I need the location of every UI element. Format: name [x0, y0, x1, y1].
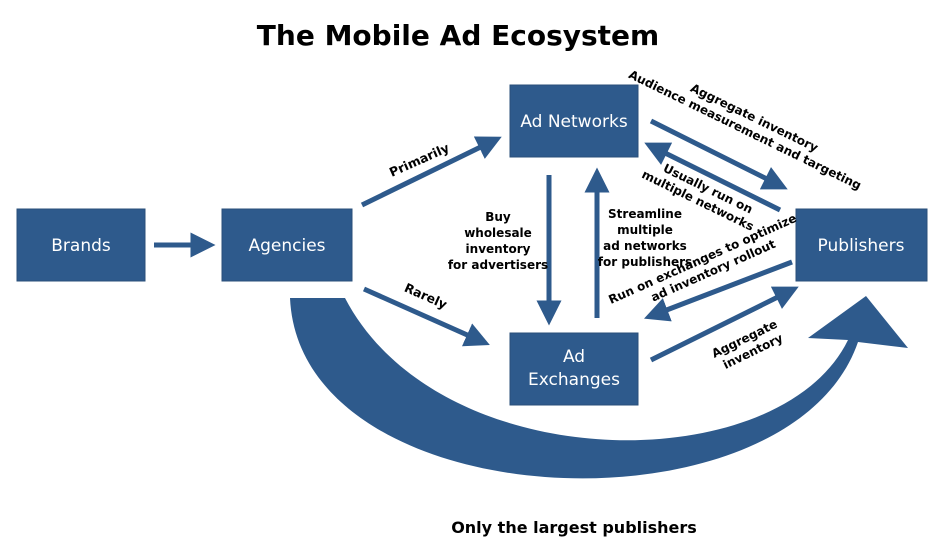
- svg-text:ad networks: ad networks: [603, 239, 687, 253]
- arrow-publishers-to-ad-networks: [644, 142, 782, 213]
- arrow-agencies-to-ad-networks: [360, 136, 502, 208]
- label-only-largest-publishers: Only the largest publishers: [451, 518, 697, 537]
- svg-text:Streamline: Streamline: [608, 207, 682, 221]
- svg-text:wholesale: wholesale: [464, 226, 532, 240]
- brands-node: Brands: [16, 208, 146, 282]
- svg-text:for advertisers: for advertisers: [448, 258, 548, 272]
- brands-label: Brands: [51, 236, 111, 256]
- label-primarily: Primarily: [387, 140, 452, 180]
- arrow-ad-networks-to-publishers: [649, 118, 788, 190]
- agencies-node: Agencies: [221, 208, 353, 282]
- label-buy-wholesale: Buy wholesale inventory for advertisers: [448, 210, 548, 272]
- arrow-agencies-to-ad-exchanges: [362, 286, 490, 347]
- ad-networks-label: Ad Networks: [520, 112, 628, 132]
- arrow-publishers-to-ad-exchanges: [643, 259, 793, 322]
- svg-text:for publishers: for publishers: [598, 255, 692, 269]
- ad-exchanges-node: Ad Exchanges: [509, 332, 639, 406]
- big-curved-arrow: [290, 296, 908, 479]
- svg-text:multiple: multiple: [617, 223, 673, 237]
- ad-exchanges-label-line1: Ad: [563, 347, 585, 367]
- diagram-title: The Mobile Ad Ecosystem: [257, 19, 659, 52]
- publishers-node: Publishers: [795, 208, 928, 282]
- arrow-ad-exchanges-to-publishers: [649, 286, 799, 363]
- ad-networks-node: Ad Networks: [509, 84, 639, 158]
- publishers-label: Publishers: [818, 236, 905, 256]
- agencies-label: Agencies: [248, 236, 325, 256]
- svg-text:inventory: inventory: [466, 242, 531, 256]
- label-streamline: Streamline multiple ad networks for publ…: [598, 207, 692, 269]
- ad-exchanges-label-line2: Exchanges: [528, 370, 620, 390]
- svg-text:Buy: Buy: [485, 210, 511, 224]
